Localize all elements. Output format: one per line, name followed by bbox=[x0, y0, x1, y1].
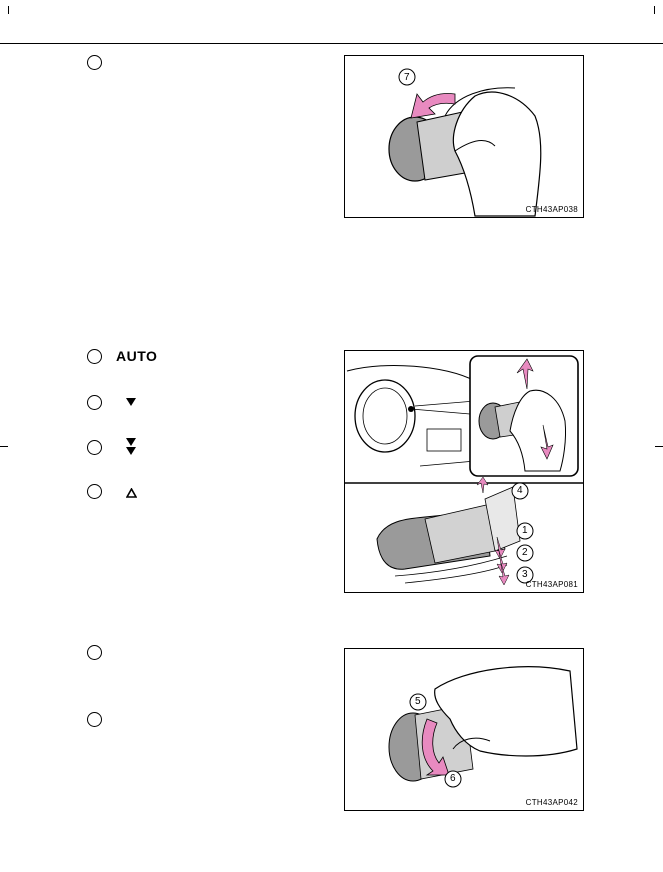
crop-mark-mid-right bbox=[655, 446, 663, 447]
step-circle bbox=[87, 484, 102, 499]
callout-5: 5 bbox=[415, 696, 421, 707]
steering-column-illustration bbox=[345, 355, 583, 586]
crop-mark-top-right bbox=[654, 6, 655, 14]
lever-pull-illustration bbox=[388, 68, 542, 217]
step-circle bbox=[87, 712, 102, 727]
figure-2: 4 1 2 3 CTH43AP081 bbox=[344, 350, 584, 593]
callout-7: 7 bbox=[404, 72, 410, 83]
figure-code: CTH43AP042 bbox=[525, 798, 578, 807]
crop-mark-mid-left bbox=[0, 446, 8, 447]
auto-label: AUTO bbox=[116, 348, 158, 364]
step-circle bbox=[87, 395, 102, 410]
callout-4: 4 bbox=[517, 485, 523, 496]
step-circle bbox=[87, 645, 102, 660]
callout-3: 3 bbox=[522, 569, 528, 580]
figure-3: 5 6 CTH43AP042 bbox=[344, 648, 584, 811]
step-circle bbox=[87, 349, 102, 364]
triangle-up-outline-icon bbox=[126, 488, 137, 498]
ring-rotate-illustration bbox=[388, 666, 578, 788]
step-circle bbox=[87, 55, 102, 70]
header-rule bbox=[0, 43, 663, 44]
figure-code: CTH43AP038 bbox=[525, 205, 578, 214]
callout-1: 1 bbox=[522, 525, 528, 536]
figure-1: 7 CTH43AP038 bbox=[344, 55, 584, 218]
triangle-down-icon bbox=[126, 398, 136, 406]
crop-mark-top-left bbox=[8, 6, 9, 14]
figure-code: CTH43AP081 bbox=[525, 580, 578, 589]
step-circle bbox=[87, 440, 102, 455]
callout-6: 6 bbox=[450, 773, 456, 784]
double-triangle-down-icon bbox=[126, 438, 136, 455]
callout-2: 2 bbox=[522, 547, 528, 558]
